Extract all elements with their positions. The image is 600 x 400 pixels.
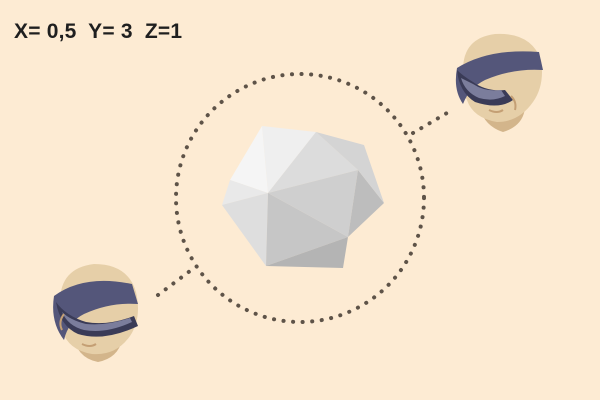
icosahedron-icon xyxy=(222,126,384,268)
connector-line-left xyxy=(156,266,196,297)
coordinate-readout: X= 0,5 Y= 3 Z=1 xyxy=(14,20,183,43)
orbit-circle xyxy=(174,72,426,324)
vr-user-icon xyxy=(455,33,543,132)
vr-user-icon xyxy=(53,264,138,362)
connector-line-right xyxy=(411,108,454,135)
